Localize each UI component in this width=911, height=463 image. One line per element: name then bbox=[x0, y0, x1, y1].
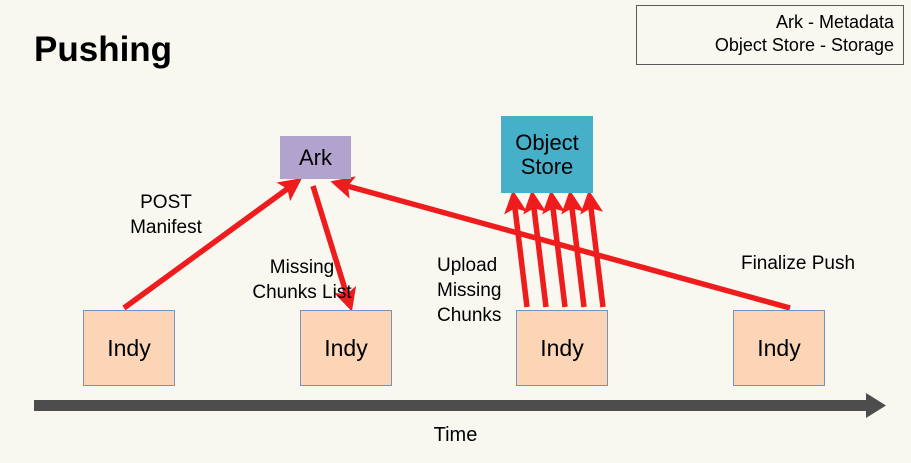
edge-label-finalize-push: Finalize Push bbox=[718, 251, 878, 276]
node-indy-3[interactable]: Indy bbox=[516, 310, 608, 386]
edge-label-missing-chunks-list-line2: Chunks List bbox=[252, 282, 352, 303]
edge-label-upload-missing-chunks-line1: Upload bbox=[437, 255, 498, 276]
edge-label-upload-missing-chunks-line2: Missing bbox=[437, 280, 502, 301]
time-axis-label: Time bbox=[433, 424, 478, 446]
node-indy-1[interactable]: Indy bbox=[83, 310, 175, 386]
node-object-store[interactable]: Object Store bbox=[501, 116, 593, 193]
node-indy-3-label: Indy bbox=[540, 334, 584, 361]
page-title: Pushing bbox=[34, 30, 173, 69]
arrow-finalize-push bbox=[330, 176, 791, 311]
edge-label-post-manifest: POST Manifest bbox=[110, 190, 222, 240]
legend-line-object-store: Object Store - Storage bbox=[714, 35, 894, 55]
arrow-upload-chunk-2 bbox=[523, 190, 549, 308]
legend-line-ark: Ark - Metadata bbox=[775, 12, 894, 32]
node-indy-2-label: Indy bbox=[324, 334, 368, 361]
arrow-upload-chunk-5 bbox=[580, 190, 606, 308]
edge-label-finalize-push-line1: Finalize Push bbox=[740, 253, 856, 274]
node-ark[interactable]: Ark bbox=[280, 136, 351, 179]
legend-box: Ark - Metadata Object Store - Storage bbox=[636, 5, 904, 65]
edge-label-upload-missing-chunks: Upload Missing Chunks bbox=[437, 253, 523, 328]
node-indy-2[interactable]: Indy bbox=[300, 310, 392, 386]
node-object-store-label-line2: Store bbox=[520, 153, 574, 179]
edge-label-upload-missing-chunks-line3: Chunks bbox=[437, 305, 502, 326]
arrow-upload-chunk-4 bbox=[561, 190, 587, 308]
edge-label-post-manifest-line2: Manifest bbox=[130, 217, 202, 238]
edge-label-post-manifest-line1: POST bbox=[140, 192, 192, 213]
node-indy-4[interactable]: Indy bbox=[733, 310, 825, 386]
edge-label-missing-chunks-list: Missing Chunks List bbox=[222, 255, 382, 305]
arrow-upload-chunk-3 bbox=[542, 190, 568, 308]
node-indy-4-label: Indy bbox=[757, 334, 801, 361]
node-object-store-label-line1: Object bbox=[515, 129, 579, 155]
node-ark-label: Ark bbox=[299, 144, 332, 170]
node-indy-1-label: Indy bbox=[107, 334, 151, 361]
time-axis-arrow bbox=[34, 393, 886, 418]
edge-label-missing-chunks-list-line1: Missing bbox=[269, 257, 335, 278]
